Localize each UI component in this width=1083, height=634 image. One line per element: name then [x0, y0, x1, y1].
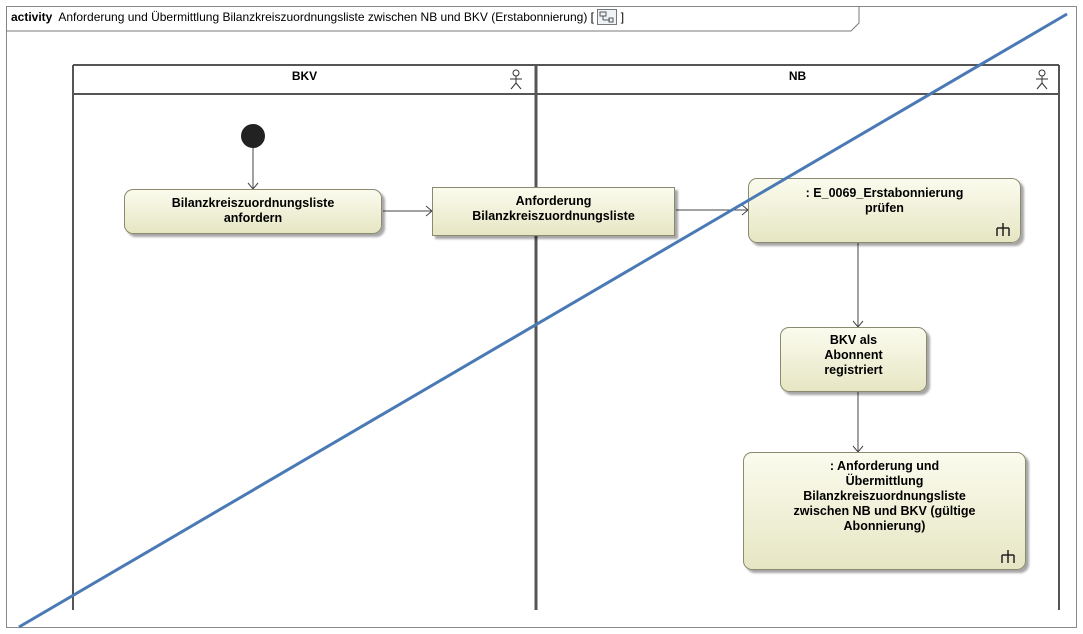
action-check-subscription[interactable]: : E_0069_Erstabonnierung prüfen: [748, 178, 1021, 243]
action-request-list-label: Bilanzkreiszuordnungsliste anfordern: [171, 196, 335, 225]
call-behavior-rake-icon: [996, 223, 1010, 236]
action-bkv-registered[interactable]: BKV als Abonnent registriert: [780, 327, 927, 392]
action-bkv-registered-label: BKV als Abonnent registriert: [824, 333, 883, 377]
object-request-list-label: Anforderung Bilanzkreiszuordnungsliste: [472, 194, 635, 223]
initial-node: [241, 124, 265, 148]
lane-title-nb: NB: [788, 69, 807, 83]
lane-title-bkv: BKV: [291, 69, 318, 83]
action-transfer-list[interactable]: : Anforderung und Übermittlung Bilanzkre…: [743, 452, 1026, 570]
action-check-subscription-label: : E_0069_Erstabonnierung prüfen: [805, 186, 964, 215]
object-request-list[interactable]: Anforderung Bilanzkreiszuordnungsliste: [432, 187, 675, 236]
action-transfer-list-label: : Anforderung und Übermittlung Bilanzkre…: [793, 459, 976, 533]
call-behavior-rake-icon: [1001, 550, 1015, 563]
action-request-list[interactable]: Bilanzkreiszuordnungsliste anfordern: [124, 189, 382, 234]
